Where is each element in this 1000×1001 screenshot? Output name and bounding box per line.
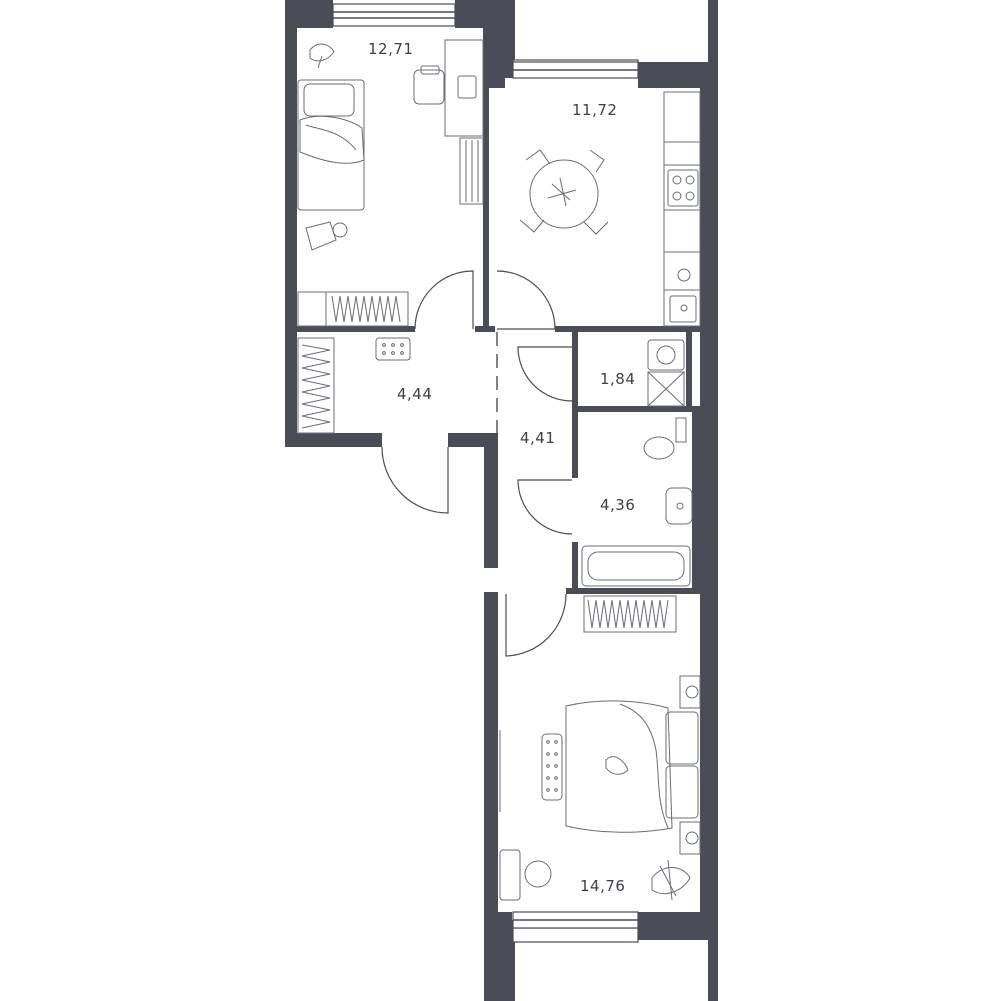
area-label-bedroom-large: 14,76 [580, 877, 625, 895]
bedroom-large-furniture [499, 595, 701, 901]
windows [332, 3, 639, 929]
interior-walls [297, 88, 700, 594]
area-labels: 12,71 11,72 4,44 1,84 4,41 4,36 14,76 [368, 40, 635, 895]
area-label-toilet: 1,84 [600, 370, 635, 388]
area-label-hallway: 4,41 [520, 429, 555, 447]
area-label-wardrobe: 4,44 [397, 385, 432, 403]
area-label-kitchen: 11,72 [572, 101, 617, 119]
toilet-furniture [647, 339, 685, 407]
wardrobe-furniture [297, 337, 411, 434]
bathroom-furniture [581, 417, 693, 587]
kitchen-furniture [519, 91, 701, 327]
doors [381, 270, 573, 657]
area-label-bathroom: 4,36 [600, 496, 635, 514]
area-label-bedroom-small: 12,71 [368, 40, 413, 58]
exterior-walls [285, 0, 718, 1001]
bedroom-small-furniture [297, 39, 484, 327]
